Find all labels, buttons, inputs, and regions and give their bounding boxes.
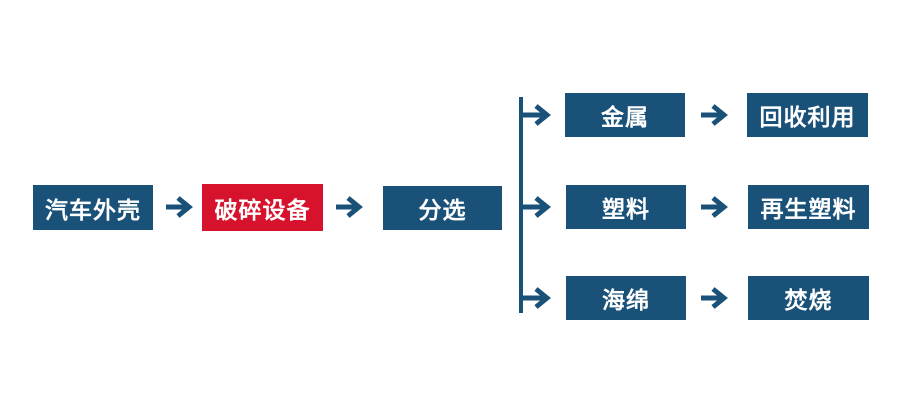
arrow-right-icon — [521, 196, 551, 218]
node-car-shell: 汽车外壳 — [33, 185, 153, 230]
arrow-right-icon — [521, 287, 551, 309]
arrow-right-icon — [166, 196, 193, 218]
node-incineration: 焚烧 — [748, 276, 869, 320]
node-metal: 金属 — [565, 93, 685, 137]
arrow-right-icon — [336, 196, 363, 218]
node-sorting: 分选 — [383, 186, 502, 230]
arrow-right-icon — [701, 196, 728, 218]
arrow-right-icon — [701, 287, 728, 309]
node-recycling: 回收利用 — [747, 93, 868, 137]
node-crusher: 破碎设备 — [202, 184, 323, 231]
node-plastic: 塑料 — [566, 185, 686, 229]
node-sponge: 海绵 — [566, 276, 686, 320]
arrow-right-icon — [701, 104, 728, 126]
node-recycled-plastic: 再生塑料 — [748, 185, 869, 229]
arrow-right-icon — [521, 104, 551, 126]
